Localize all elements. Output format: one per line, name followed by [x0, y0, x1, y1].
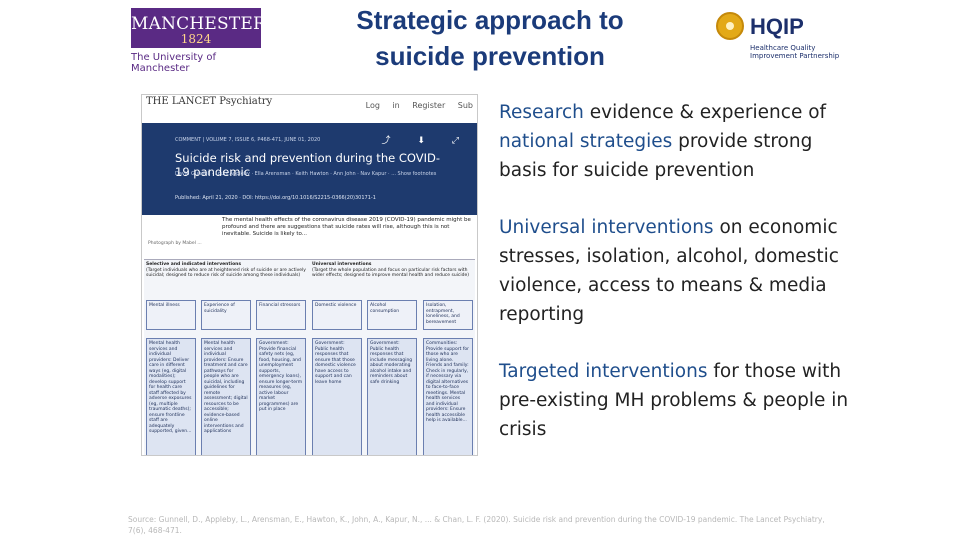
article-authors: David Gunnell · Louis Appleby · Ella Are…	[175, 171, 437, 177]
figure-header-cell: Financial stressors	[256, 300, 306, 330]
article-topbar: THE LANCET Psychiatry Log in Register Su…	[142, 95, 477, 124]
figure-body-cell: Mental health services and individual pr…	[201, 338, 251, 455]
interventions-figure: Selective and indicated interventions(Ta…	[144, 259, 475, 455]
figure-body-cell: Government: Public health responses that…	[312, 338, 362, 455]
logo-name: MANCHESTER	[131, 14, 266, 34]
key-point-research: Research evidence & experience of nation…	[499, 102, 827, 181]
article-banner: COMMENT | VOLUME 7, ISSUE 6, P468-471, J…	[142, 123, 477, 215]
article-title: Suicide risk and prevention during the C…	[175, 151, 440, 179]
figure-header-cell: Mental illness	[146, 300, 196, 330]
journal-name: THE LANCET Psychiatry	[146, 96, 273, 107]
hqip-badge-icon	[716, 12, 744, 40]
logo-year: 1824	[180, 32, 212, 46]
article-published: Published: April 21, 2020 · DOI: https:/…	[175, 195, 376, 201]
figure-header-cell: Domestic violence	[312, 300, 362, 330]
key-point-targeted: Targeted interventions for those with pr…	[499, 361, 849, 440]
figure-header-cell: Experience of suicidality	[201, 300, 251, 330]
figure-header-cell: Isolation, entrapment, loneliness, and b…	[423, 300, 473, 330]
hqip-tagline: Healthcare Quality Improvement Partnersh…	[750, 44, 840, 60]
hqip-logo: HQIP Healthcare Quality Improvement Part…	[716, 10, 839, 60]
hqip-wordmark: HQIP	[750, 14, 804, 39]
article-abstract: The mental health effects of the coronav…	[222, 217, 471, 237]
figure-left-heading: Selective and indicated interventions(Ta…	[146, 262, 306, 278]
figure-body-cell: Government: Provide financial safety net…	[256, 338, 306, 455]
logo-caption: The University of Manchester	[131, 52, 217, 74]
figure-header-cell: Alcohol consumption	[367, 300, 417, 330]
figure-body-cell: Government: Public health responses that…	[367, 338, 417, 455]
thumbnail-caption: Photograph by Mabel ...	[148, 241, 202, 246]
page-title: Strategic approach to suicide prevention	[356, 5, 624, 71]
figure-body-cell: Communities: Provide support for those w…	[423, 338, 473, 455]
article-meta: COMMENT | VOLUME 7, ISSUE 6, P468-471, J…	[175, 137, 321, 143]
figure-body-cell: Mental health services and individual pr…	[146, 338, 196, 455]
figure-right-heading: Universal interventions(Target the whole…	[312, 262, 470, 278]
journal-nav: Log in Register Sub	[365, 101, 473, 110]
article-screenshot: THE LANCET Psychiatry Log in Register Su…	[141, 94, 478, 456]
share-download-icons: ⤴ ⬇ ⤢	[381, 136, 471, 146]
key-point-universal: Universal interventions on economic stre…	[499, 217, 839, 325]
source-citation: Source: Gunnell, D., Appleby, L., Arensm…	[128, 515, 825, 535]
key-points: Research evidence & experience of nation…	[499, 98, 849, 472]
university-of-manchester-logo: MANCHESTER 1824	[131, 8, 266, 48]
